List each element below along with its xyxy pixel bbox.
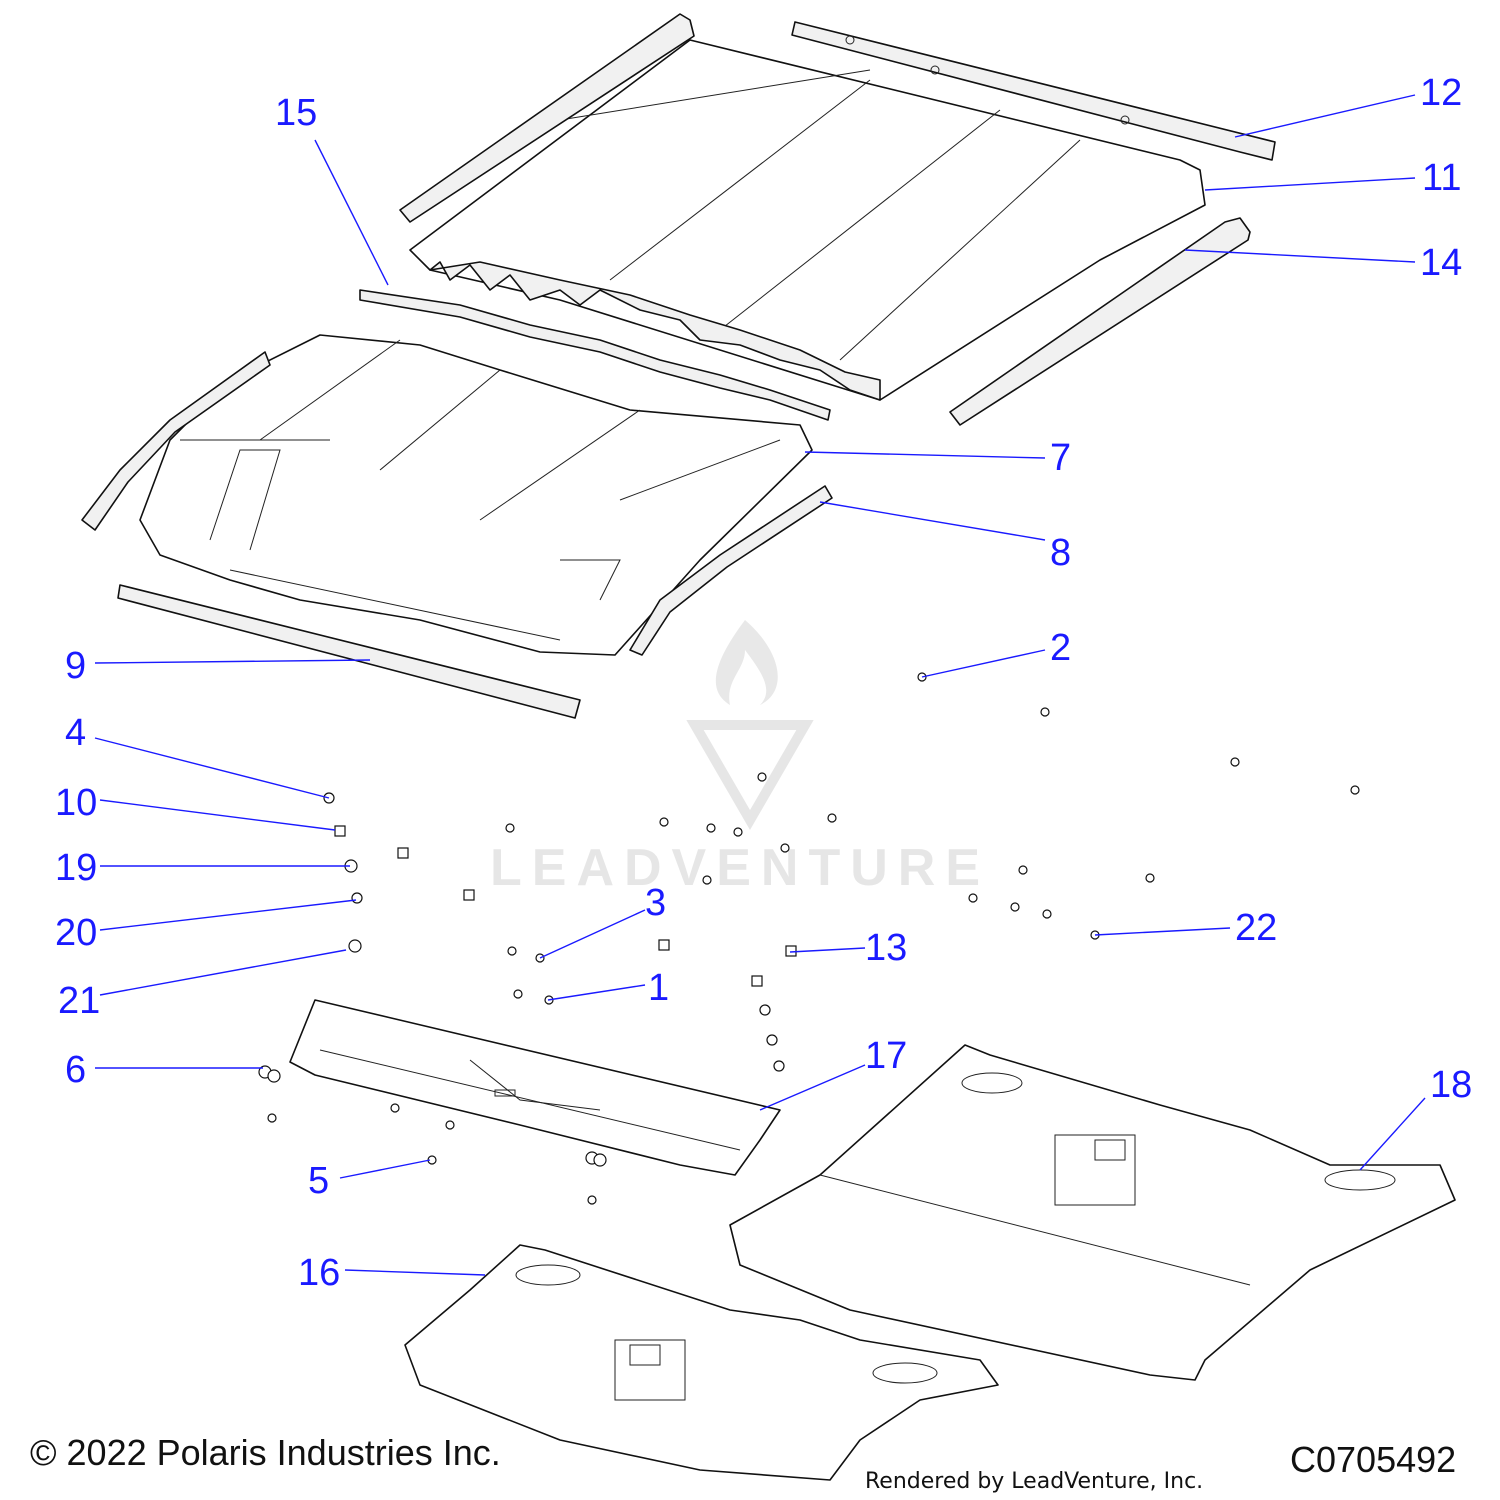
- part-11-rear-roof-panel: [409, 39, 1206, 401]
- callout-22: 22: [1235, 907, 1277, 949]
- part-17-header-panel: [289, 999, 781, 1176]
- callout-3: 3: [645, 882, 666, 924]
- part-12-rear-rail: [791, 21, 1276, 161]
- callout-4: 4: [65, 712, 86, 754]
- part-15-crossbar-seal: [359, 289, 831, 421]
- callout-13: 13: [865, 927, 907, 969]
- callout-21: 21: [58, 980, 100, 1022]
- diagram-id: C0705492: [1290, 1439, 1456, 1480]
- callout-7: 7: [1050, 437, 1071, 479]
- part-16-front-headliner: [404, 1244, 999, 1481]
- callout-11: 11: [1422, 157, 1461, 199]
- part-8-front-side-right: [629, 485, 833, 656]
- callout-17: 17: [865, 1035, 907, 1077]
- callout-2: 2: [1050, 627, 1071, 669]
- part-18-rear-headliner: [729, 1044, 1456, 1381]
- watermark-text: LEADVENTURE: [490, 839, 990, 897]
- part-7-front-roof-panel: [139, 334, 813, 656]
- callout-12: 12: [1420, 72, 1462, 114]
- callout-8: 8: [1050, 532, 1071, 574]
- part-14-side-seal: [949, 217, 1251, 426]
- part-13-front-left-seal: [399, 13, 695, 223]
- callout-9: 9: [65, 645, 86, 687]
- callout-16: 16: [298, 1252, 340, 1294]
- callout-1: 1: [648, 967, 669, 1009]
- part-13-front-side-left: [81, 351, 271, 531]
- rendered-by-text: Rendered by LeadVenture, Inc.: [865, 1469, 1203, 1494]
- callout-labels: 12 11 14 15 7 8 9 2 4 10 19 20 21 3 13 1…: [55, 72, 1472, 1294]
- callout-10: 10: [55, 782, 97, 824]
- leadventure-watermark: LEADVENTURE: [490, 620, 990, 897]
- part-9-front-seal: [117, 584, 581, 719]
- callout-leaders: [94, 94, 1426, 1276]
- callout-6: 6: [65, 1049, 86, 1091]
- callout-19: 19: [55, 847, 97, 889]
- callout-5: 5: [308, 1160, 329, 1202]
- callout-14: 14: [1420, 242, 1462, 284]
- callout-18: 18: [1430, 1064, 1472, 1106]
- callout-20: 20: [55, 912, 97, 954]
- copyright-text: © 2022 Polaris Industries Inc.: [30, 1432, 501, 1473]
- callout-15: 15: [275, 92, 317, 134]
